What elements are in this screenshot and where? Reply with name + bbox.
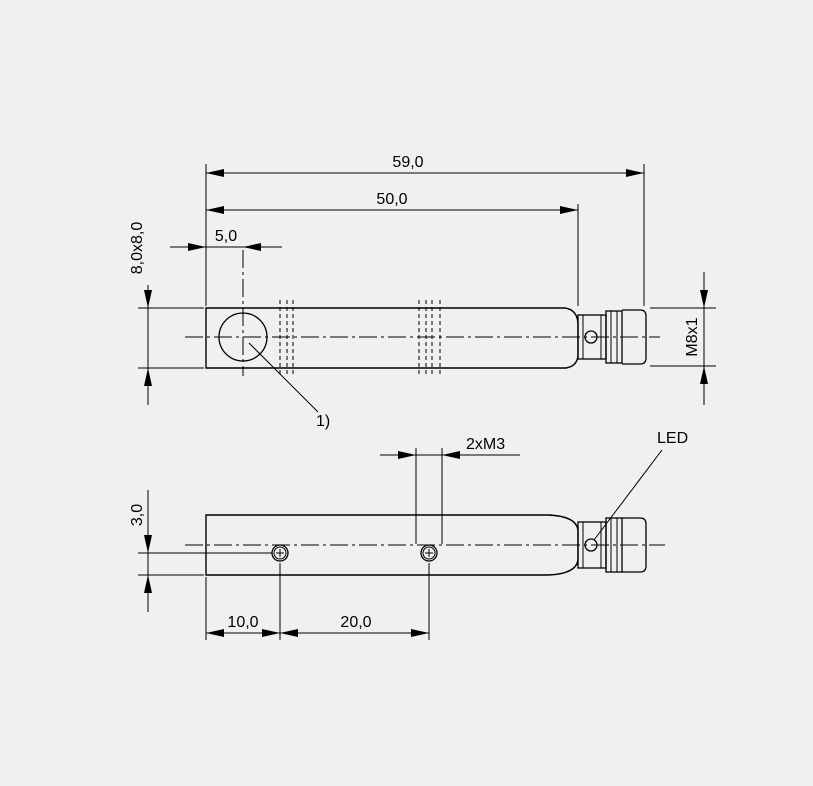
note-reference: 1) <box>316 413 330 430</box>
dim-thread: M8x1 <box>684 317 701 356</box>
dim-holes: 2xM3 <box>466 436 505 453</box>
dim-hole-offset: 3,0 <box>129 504 146 526</box>
dim-hole-spacing: 20,0 <box>340 614 371 631</box>
dim-body-length: 50,0 <box>376 191 407 208</box>
dim-cross-section: 8,0x8,0 <box>129 222 146 275</box>
dim-first-hole: 10,0 <box>227 614 258 631</box>
top-mounting-slot-1 <box>279 300 294 376</box>
dim-sensor-offset: 5,0 <box>215 228 237 245</box>
mounting-hole-1 <box>271 544 289 562</box>
top-sensor-body <box>205 307 579 369</box>
top-mounting-slot-2 <box>418 300 441 376</box>
dim-overall-length: 59,0 <box>392 154 423 171</box>
side-view: 3,0 10,0 20,0 2xM3 LED <box>129 430 688 640</box>
top-view: 59,0 50,0 5,0 8,0x8,0 M8x1 1) <box>129 154 716 430</box>
led-label: LED <box>657 430 688 447</box>
mounting-hole-2 <box>420 544 438 562</box>
